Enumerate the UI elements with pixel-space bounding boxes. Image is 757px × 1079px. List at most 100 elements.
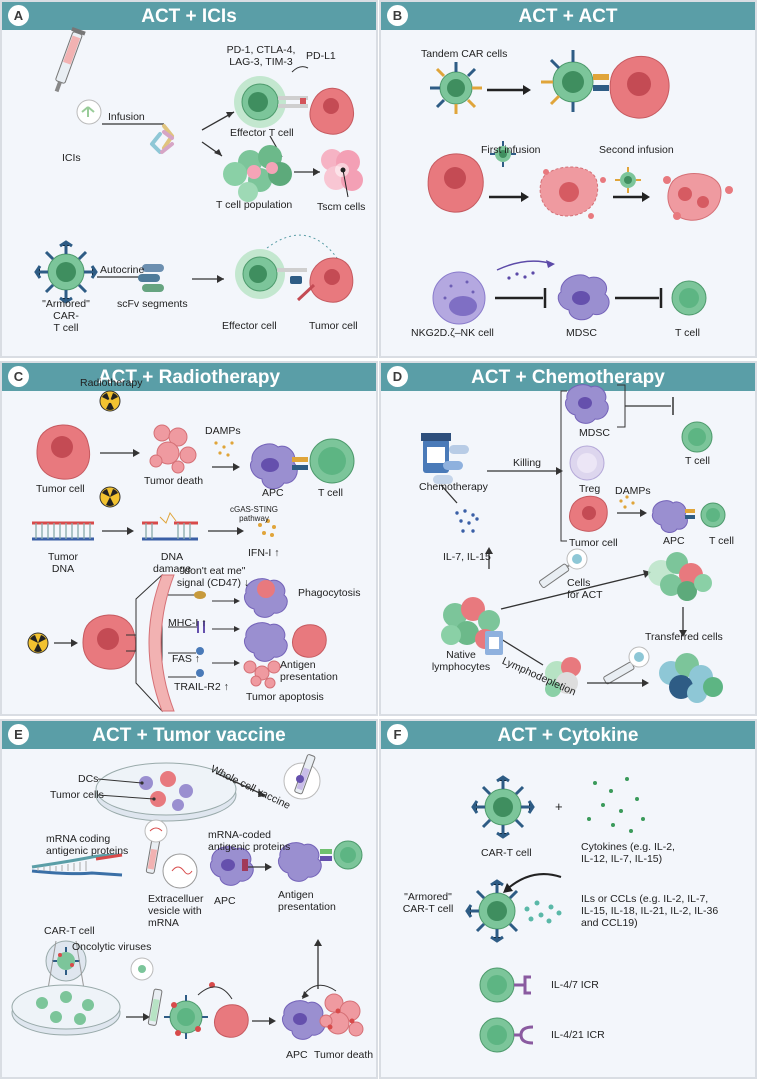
scfv-segments-icon [138,264,164,292]
panel-e: E ACT + Tumor vaccine [0,719,378,1079]
mhc-label: MHC-I ↑ [168,617,207,629]
ifn-label: IFN-I ↑ [248,547,280,559]
panel-title: ACT + Cytokine [497,725,639,746]
panel-f-art [465,775,645,1053]
effector-label: Effector cell [222,320,277,332]
panel-e-header: E ACT + Tumor vaccine [2,721,376,749]
first-infusion-cell [490,141,516,167]
mrna-coded-label: mRNA-coded antigenic proteins [208,829,291,853]
chemo-label: Chemotherapy [419,481,488,493]
icr-receptor-421 [479,1017,534,1053]
damps-label: DAMPs [615,485,651,497]
plus-label: + [555,799,563,814]
syringe-icon [145,838,161,874]
panel-letter: C [8,366,29,387]
tumor-cell-label: Tumor cell [36,483,85,495]
armored-car-t-cell [34,240,98,304]
native-label: Native lymphocytes [431,649,491,673]
first-infusion-label: First infusion [481,144,541,156]
radiation-icon [99,390,121,412]
panel-title: ACT + ACT [518,6,618,27]
cytokines [587,777,645,833]
phago-label: Phagocytosis [298,587,361,599]
tumor-death-label: Tumor death [144,475,204,487]
chemotherapy-icon [485,631,503,655]
transferred-label: Transferred cells [645,631,723,643]
icr47-label: IL-4/7 ICR [551,979,599,991]
antigen-label: Antigen presentation [280,659,338,683]
ils-label: ILs or CCLs (e.g. IL-2, IL-7, IL-15, IL-… [581,893,719,929]
apc-label: APC [663,535,685,547]
t-cell-population [223,145,292,202]
second-infusion-cell [615,167,641,193]
expanded-cells [659,653,723,703]
panel-c-art [27,390,355,713]
radiation-icon [99,486,121,508]
tcell2-label: T cell [709,535,734,547]
panel-d: D ACT + Chemotherapy Chemotherapy [379,361,757,716]
tumor-cells-label: Tumor cells [50,789,104,801]
syringe-icon [147,988,163,1026]
panel-letter: E [8,724,29,745]
second-infusion-label: Second infusion [599,144,674,156]
panel-d-header: D ACT + Chemotherapy [381,363,755,391]
panel-letter: A [8,5,29,26]
nk-label: NKG2D.ζ–NK cell [411,327,494,339]
panel-c: C ACT + Radiotherapy [0,361,378,716]
apc-label: APC [214,895,236,907]
panel-letter: D [387,366,408,387]
apoptosis-label: Tumor apoptosis [246,691,324,703]
autocrine-label: Autocrine [100,264,145,276]
cytokines-label: Cytokines (e.g. IL-2, IL-12, IL-7, IL-15… [581,841,675,865]
killing-label: Killing [513,457,542,469]
transferred-cells [648,552,712,601]
fas-label: FAS ↑ [172,653,201,665]
icr-receptor-47 [479,967,531,1003]
apc-label: APC [262,487,284,499]
armored-label: "Armored" CAR-T cell [402,891,454,915]
tcell-label: T cell [318,487,343,499]
tandem-label: Tandem CAR cells [421,48,508,60]
vesicle-label: Extracelluer vesicle with mRNA [148,893,204,929]
treg-label: Treg [579,483,601,495]
panel-b-art [427,50,733,325]
trail-label: TRAIL-R2 ↑ [174,681,229,693]
cart-label: CAR-T cell [481,847,532,859]
onco-label: Oncolytic viruses [72,941,152,953]
tandem-car-cell [430,62,482,114]
panel-title: ACT + Chemotherapy [471,367,665,388]
icr421-label: IL-4/21 ICR [551,1029,605,1041]
panel-title: ACT + Tumor vaccine [92,725,286,746]
mrna-icon [31,853,123,877]
scfv-label: scFv segments [117,298,188,310]
petri-dish-icon [11,984,121,1036]
native-lymphocytes [441,597,500,649]
syringe-icon [54,26,86,93]
car-t-cell [471,775,535,839]
cgas-label: cGAS-STING pathway [229,505,278,523]
effector-t-label: Effector T cell [230,127,294,139]
tumor-label: Tumor cell [569,537,618,549]
tumor-label: Tumor cell [309,320,358,332]
panel-d-art [421,384,726,703]
antigen-label: Antigen presentation [278,889,336,913]
il-label: IL-7, IL-15 [443,551,491,563]
apc2-label: APC [286,1049,308,1061]
dont-eat-label: "don't eat me" signal (CD47) ↓ [176,565,250,589]
tumor-dna-label: Tumor DNA [48,551,78,575]
cells-act-label: Cells for ACT [567,577,603,601]
panel-e-art [11,754,364,1040]
panel-c-header: C ACT + Radiotherapy [2,363,376,391]
antibody-icon [150,124,174,154]
mrna-label: mRNA coding antigenic proteins [46,833,129,857]
panel-title: ACT + Radiotherapy [97,367,281,388]
damps-label: DAMPs [205,425,241,437]
dna-damage-icon [142,511,198,541]
radiation-icon [27,632,49,654]
t-pop-label: T cell population [216,199,293,211]
